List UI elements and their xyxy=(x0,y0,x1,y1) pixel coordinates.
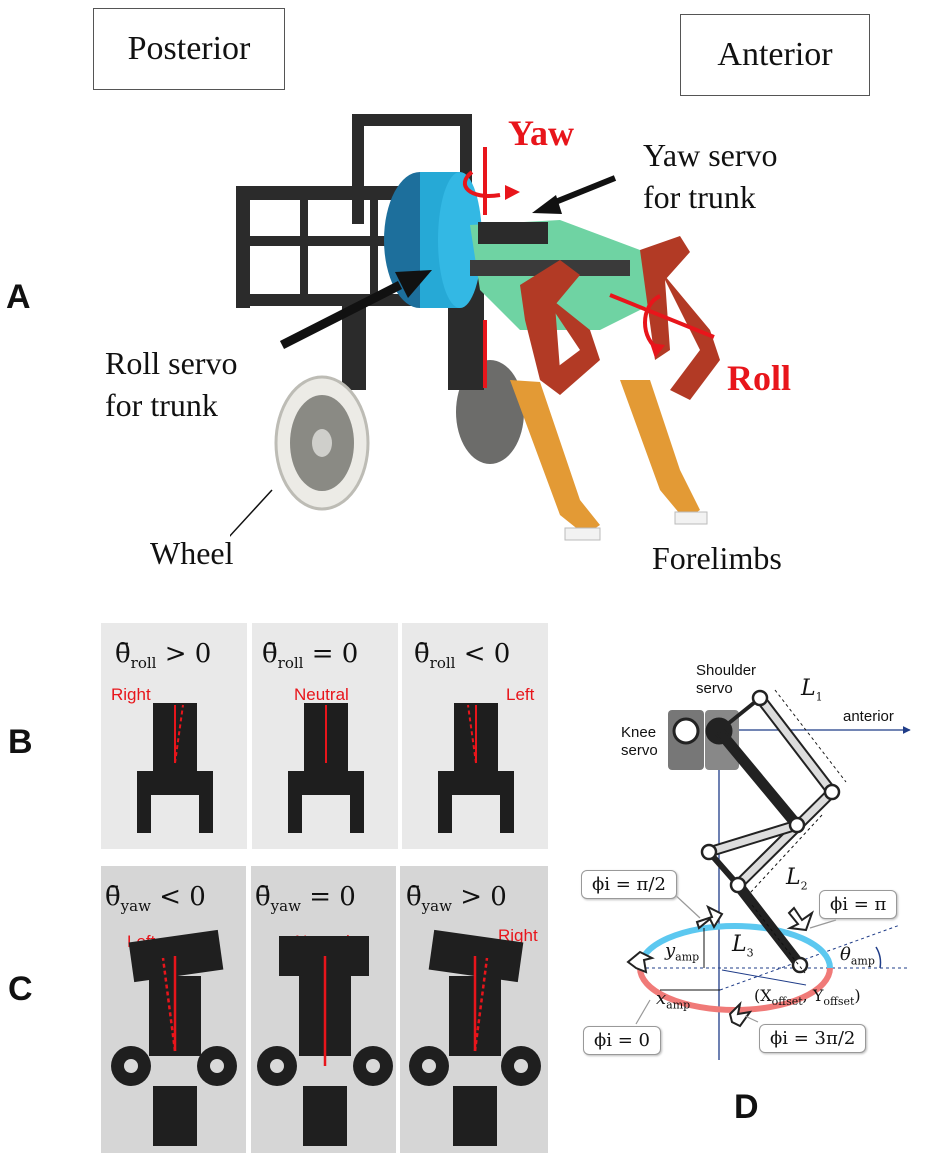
phi-pi-label: ϕi = π xyxy=(819,890,898,919)
anterior-axis-label: anterior xyxy=(843,708,894,725)
wheel xyxy=(274,375,370,511)
roll-photo-3-tag: Left xyxy=(506,685,535,704)
phi-arrow-pi xyxy=(786,906,814,932)
yaw-photo-2-math: θ̄yaw = 0 xyxy=(255,882,356,916)
phi-arrow-half-pi xyxy=(695,904,724,930)
yaw-servo-line2: for trunk xyxy=(643,179,756,215)
roll-servo-line1: Roll servo xyxy=(105,345,238,381)
anterior-label: Anterior xyxy=(680,14,870,96)
theta-amp-label: θamp xyxy=(840,944,875,968)
posterior-label: Posterior xyxy=(93,8,285,90)
panel-letter-a: A xyxy=(6,278,31,316)
knee-line2: servo xyxy=(621,742,658,759)
yaw-photo-3-tag: Right xyxy=(498,926,538,945)
shoulder-line1: Shoulder xyxy=(696,662,757,679)
shoulder-servo-label: Shoulder servo xyxy=(696,662,756,698)
roll-photo-1-tag: Right xyxy=(111,685,151,704)
forelimb-lower xyxy=(510,380,700,535)
roll-axis xyxy=(609,293,715,358)
yaw-servo xyxy=(478,222,548,244)
phi-three-half-pi-label: ϕi = 3π/2 xyxy=(759,1024,867,1053)
yaw-photo-robots xyxy=(111,929,541,1146)
forelimbs xyxy=(520,236,720,400)
phi-zero-label: ϕi = 0 xyxy=(583,1026,662,1055)
roll-photo-2-math: θ̄roll = 0 xyxy=(262,639,359,673)
theta-line xyxy=(719,924,901,991)
roll-servo-arrow xyxy=(279,270,432,350)
wheel-label: Wheel xyxy=(150,535,234,571)
yaw-photo-3-math: θ̄yaw > 0 xyxy=(406,882,507,916)
wheel-callout xyxy=(230,489,273,537)
robot-render xyxy=(230,114,720,541)
yaw-servo-label: Yaw servo for trunk xyxy=(643,137,778,215)
roll-photo-2-tag: Neutral xyxy=(294,685,349,704)
panel-letter-c: C xyxy=(8,970,33,1008)
roll-servo-label: Roll servo for trunk xyxy=(105,345,237,423)
knee-servo-label: Knee servo xyxy=(621,724,658,760)
forelimbs-label: Forelimbs xyxy=(652,540,782,576)
trajectory-upper-arc xyxy=(637,923,833,969)
roll-label: Roll xyxy=(727,358,792,398)
l3-label: L3 xyxy=(732,932,754,960)
shoulder-line2: servo xyxy=(696,680,733,697)
phi-arrow-3half-pi xyxy=(728,1000,753,1028)
yaw-servo-line1: Yaw servo xyxy=(643,137,778,173)
roll-servo-line2: for trunk xyxy=(105,387,218,423)
phi-half-pi-label: ϕi = π/2 xyxy=(581,870,677,899)
yaw-axis xyxy=(463,147,520,388)
yaw-photo-1-math: θ̄yaw < 0 xyxy=(105,882,206,916)
yaw-label: Yaw xyxy=(508,113,575,153)
leg-kinematics-diagram xyxy=(626,689,911,1060)
leg-links xyxy=(703,692,838,971)
offset-label: (Xoffset, Yoffset) xyxy=(754,986,861,1009)
panel-letter-d: D xyxy=(734,1088,759,1126)
y-amp-label: yamp xyxy=(665,940,700,964)
panel-letter-b: B xyxy=(8,723,33,761)
yaw-servo-arrow xyxy=(532,175,617,214)
knee-servo-joint xyxy=(672,717,700,745)
l2-label: L2 xyxy=(786,865,808,893)
l1-label: L1 xyxy=(801,676,823,704)
leg-joints xyxy=(700,689,841,974)
roll-photo-1-math: θ̄roll > 0 xyxy=(115,639,212,673)
roll-photo-robots xyxy=(137,703,514,833)
roll-photo-3-math: θ̄roll < 0 xyxy=(414,639,511,673)
phi-arrow-zero xyxy=(626,950,655,974)
x-amp-label: xamp xyxy=(656,988,691,1012)
knee-line1: Knee xyxy=(621,724,657,741)
roll-photo-1: θ̄roll > 0 Right xyxy=(101,623,247,849)
